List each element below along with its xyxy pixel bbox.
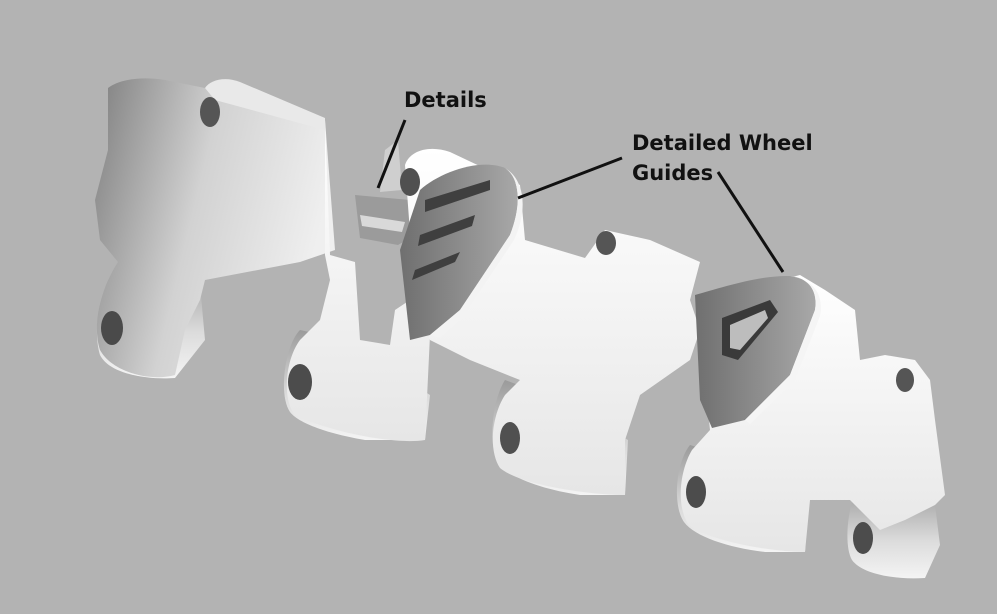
- pin-hole: [288, 364, 312, 400]
- wheel-guide-1: [400, 164, 523, 340]
- pin-hole: [500, 422, 520, 454]
- pin-hole: [686, 476, 706, 508]
- wheel-guide-leader-line-2: [716, 171, 785, 273]
- pin-hole: [896, 368, 914, 392]
- link-1: [95, 78, 335, 378]
- details-leader-line: [376, 119, 407, 189]
- link-2: [286, 120, 430, 442]
- wheel-guides-callout: Detailed Wheel Guides: [632, 128, 813, 188]
- wheel-guides-label-line1: Detailed Wheel: [632, 131, 813, 155]
- pin-hole: [400, 168, 420, 196]
- pin-hole: [101, 311, 123, 345]
- details-label: Details: [404, 88, 487, 112]
- detail-bracket: [355, 140, 415, 245]
- wheel-guide-leader-line-1: [517, 156, 623, 200]
- pin-hole: [596, 231, 616, 255]
- details-callout: Details: [404, 85, 487, 115]
- wheel-guide-2: [695, 275, 821, 428]
- wheel-guides-label-line2: Guides: [632, 161, 714, 185]
- pin-hole: [853, 522, 873, 554]
- pin-hole: [200, 97, 220, 127]
